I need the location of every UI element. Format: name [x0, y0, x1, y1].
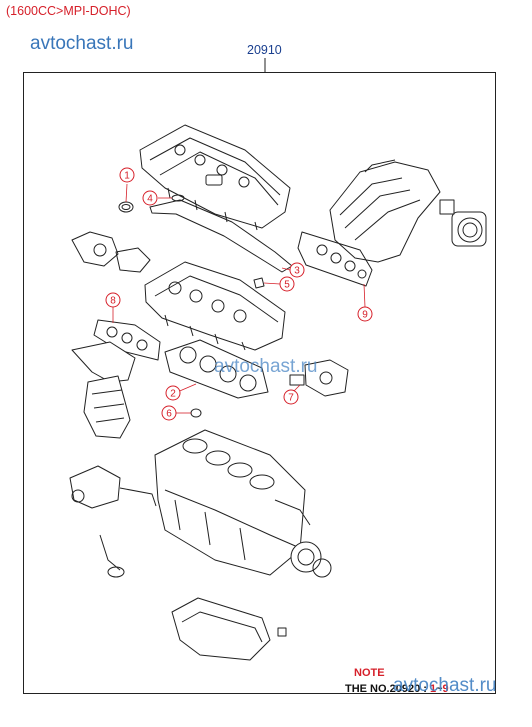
- callout-circle: [357, 306, 373, 322]
- note-line: THE NO.20920 : 1~9: [345, 683, 449, 695]
- callout-9[interactable]: 9: [357, 306, 373, 322]
- callout-number: 1: [124, 171, 130, 182]
- head-cover-gasket-drawing[interactable]: [149, 199, 293, 273]
- callout-5[interactable]: 5: [279, 276, 295, 292]
- watermark-top: avtochast.ru: [30, 33, 134, 54]
- cylinder-head-drawing[interactable]: [144, 261, 286, 351]
- note-prefix: THE NO.20920 :: [345, 683, 427, 695]
- callout-8[interactable]: 8: [105, 292, 121, 308]
- callout-number: 6: [166, 409, 172, 420]
- oil-filler-cap-drawing[interactable]: [118, 201, 134, 213]
- water-outlet-drawing[interactable]: [71, 231, 151, 273]
- callout-circle: [161, 405, 177, 421]
- head-bolt-drawing[interactable]: [190, 408, 202, 418]
- kit-frame: [23, 72, 496, 694]
- note-range-end: 9: [442, 683, 449, 695]
- callout-number: 3: [294, 266, 300, 277]
- callout-circle: [119, 167, 135, 183]
- kit-part-number[interactable]: 20910: [247, 43, 282, 57]
- callout-6[interactable]: 6: [161, 405, 177, 421]
- note-title: NOTE: [354, 667, 385, 679]
- callout-number: 8: [110, 296, 116, 307]
- oil-pump-drawing[interactable]: [69, 465, 157, 509]
- seal-part-drawing[interactable]: [253, 277, 265, 289]
- watermark-middle: avtochast.ru: [214, 356, 318, 377]
- callout-circle: [279, 276, 295, 292]
- exhaust-manifold-drawing[interactable]: [71, 341, 136, 439]
- callout-2[interactable]: 2: [165, 385, 181, 401]
- thermostat-housing-drawing[interactable]: [289, 359, 349, 397]
- exhaust-gasket-drawing[interactable]: [93, 319, 161, 361]
- cylinder-block-drawing[interactable]: [154, 429, 311, 576]
- head-gasket-drawing[interactable]: [164, 339, 269, 399]
- callout-circle: [283, 389, 299, 405]
- callout-circle: [165, 385, 181, 401]
- rear-oil-seal-drawing[interactable]: [290, 541, 332, 578]
- note-range-sep: ~: [436, 683, 443, 695]
- oil-strainer-drawing[interactable]: [99, 534, 125, 578]
- callout-4[interactable]: 4: [142, 190, 158, 206]
- cylinder-head-cover-drawing[interactable]: [139, 124, 291, 231]
- callout-number: 4: [147, 194, 153, 205]
- note-range-start: 1: [429, 683, 437, 695]
- oil-pan-drawing[interactable]: [171, 597, 287, 661]
- intake-manifold-drawing[interactable]: [329, 159, 441, 263]
- callout-number: 9: [362, 310, 368, 321]
- callout-circle: [142, 190, 158, 206]
- callout-number: 7: [288, 393, 294, 404]
- engine-variant-label: (1600CC>MPI-DOHC): [6, 4, 131, 18]
- callout-number: 2: [170, 389, 176, 400]
- callout-circle: [289, 262, 305, 278]
- callout-number: 5: [284, 280, 290, 291]
- callout-3[interactable]: 3: [289, 262, 305, 278]
- callout-circle: [105, 292, 121, 308]
- throttle-body-drawing[interactable]: [439, 199, 487, 247]
- callout-1[interactable]: 1: [119, 167, 135, 183]
- intake-gasket-drawing[interactable]: [297, 231, 373, 287]
- callout-7[interactable]: 7: [283, 389, 299, 405]
- watermark-bottom: avtochast.ru: [393, 675, 497, 696]
